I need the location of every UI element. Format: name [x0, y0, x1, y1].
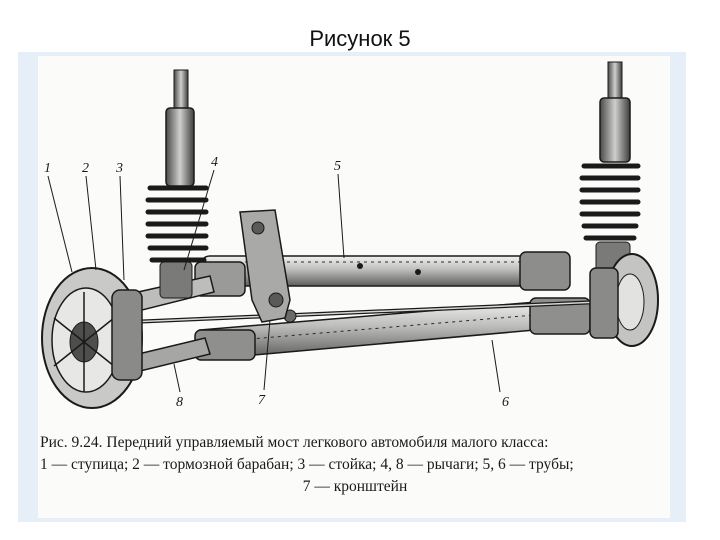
label-6: 6	[502, 395, 509, 410]
label-4: 4	[211, 155, 218, 170]
label-7: 7	[258, 393, 266, 408]
right-strut	[579, 61, 641, 283]
axle-diagram: 1 2 3 4 5 6 7 8	[41, 61, 659, 410]
label-5: 5	[334, 159, 341, 174]
caption-line-3: 7 — кронштейн	[302, 478, 408, 495]
figure-caption: Рис. 9.24. Передний управляемый мост лег…	[40, 432, 670, 498]
label-1: 1	[44, 161, 51, 176]
label-3: 3	[115, 161, 123, 176]
caption-line-2: 1 — ступица; 2 — тормозной барабан; 3 — …	[40, 456, 574, 473]
lower-tube	[194, 297, 591, 361]
label-2: 2	[82, 161, 89, 176]
label-8: 8	[176, 395, 183, 410]
left-strut	[145, 69, 209, 299]
right-hub-assembly	[589, 253, 659, 347]
slide-title: Рисунок 5	[309, 26, 411, 51]
bracket	[239, 209, 291, 323]
left-hub-assembly	[41, 267, 143, 409]
caption-line-1: Рис. 9.24. Передний управляемый мост лег…	[40, 434, 549, 451]
leader-lines	[47, 169, 501, 393]
part-labels: 1 2 3 4 5 6 7 8	[44, 155, 509, 410]
